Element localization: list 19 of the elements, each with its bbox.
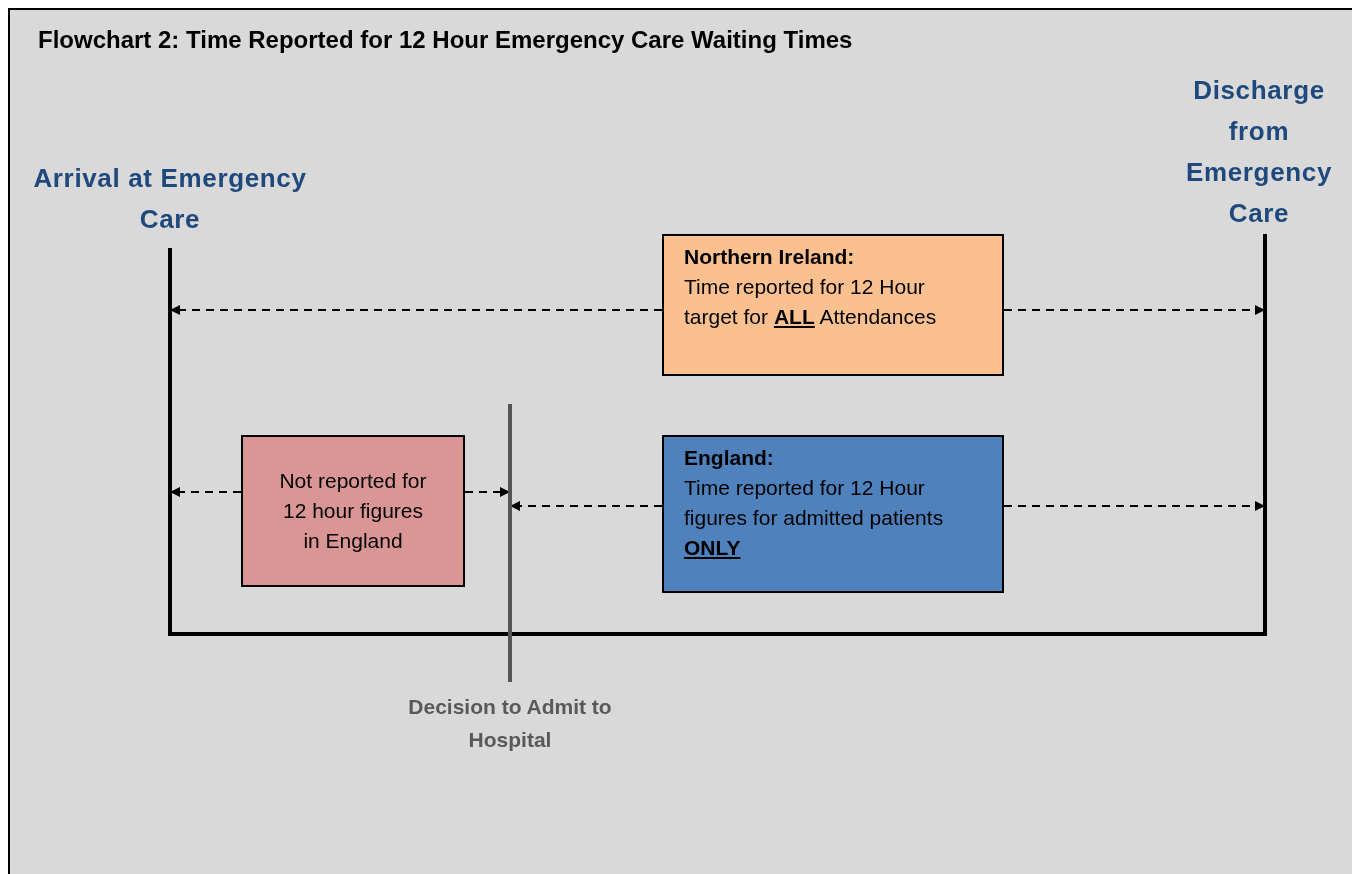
box-heading: England: xyxy=(684,445,775,471)
dashed-arrow xyxy=(1003,501,1265,511)
dashed-arrow xyxy=(464,487,510,497)
box-text: Time reported for 12 Hour target for ALL Attendances xyxy=(684,274,938,330)
box-text: Time reported for 12 Hour figures for admitted patients ONLY xyxy=(684,475,945,561)
timeline-line xyxy=(170,632,1265,636)
dashed-arrow xyxy=(170,305,663,315)
info-box xyxy=(241,435,465,587)
timeline-heading: Discharge from Emergency Care xyxy=(1184,74,1333,230)
dashed-arrow xyxy=(170,487,242,497)
box-text: Not reported for 12 hour figures in England xyxy=(278,468,428,554)
info-box xyxy=(662,435,1004,593)
timeline-heading: Arrival at Emergency Care xyxy=(32,162,308,236)
diagram-title: Flowchart 2: Time Reported for 12 Hour Emergency Care Waiting Times xyxy=(38,25,853,55)
dashed-arrow xyxy=(510,501,663,511)
timeline-heading: Decision to Admit to Hospital xyxy=(407,694,613,753)
dashed-arrow xyxy=(1003,305,1265,315)
info-box xyxy=(662,234,1004,376)
box-heading: Northern Ireland: xyxy=(684,244,856,270)
